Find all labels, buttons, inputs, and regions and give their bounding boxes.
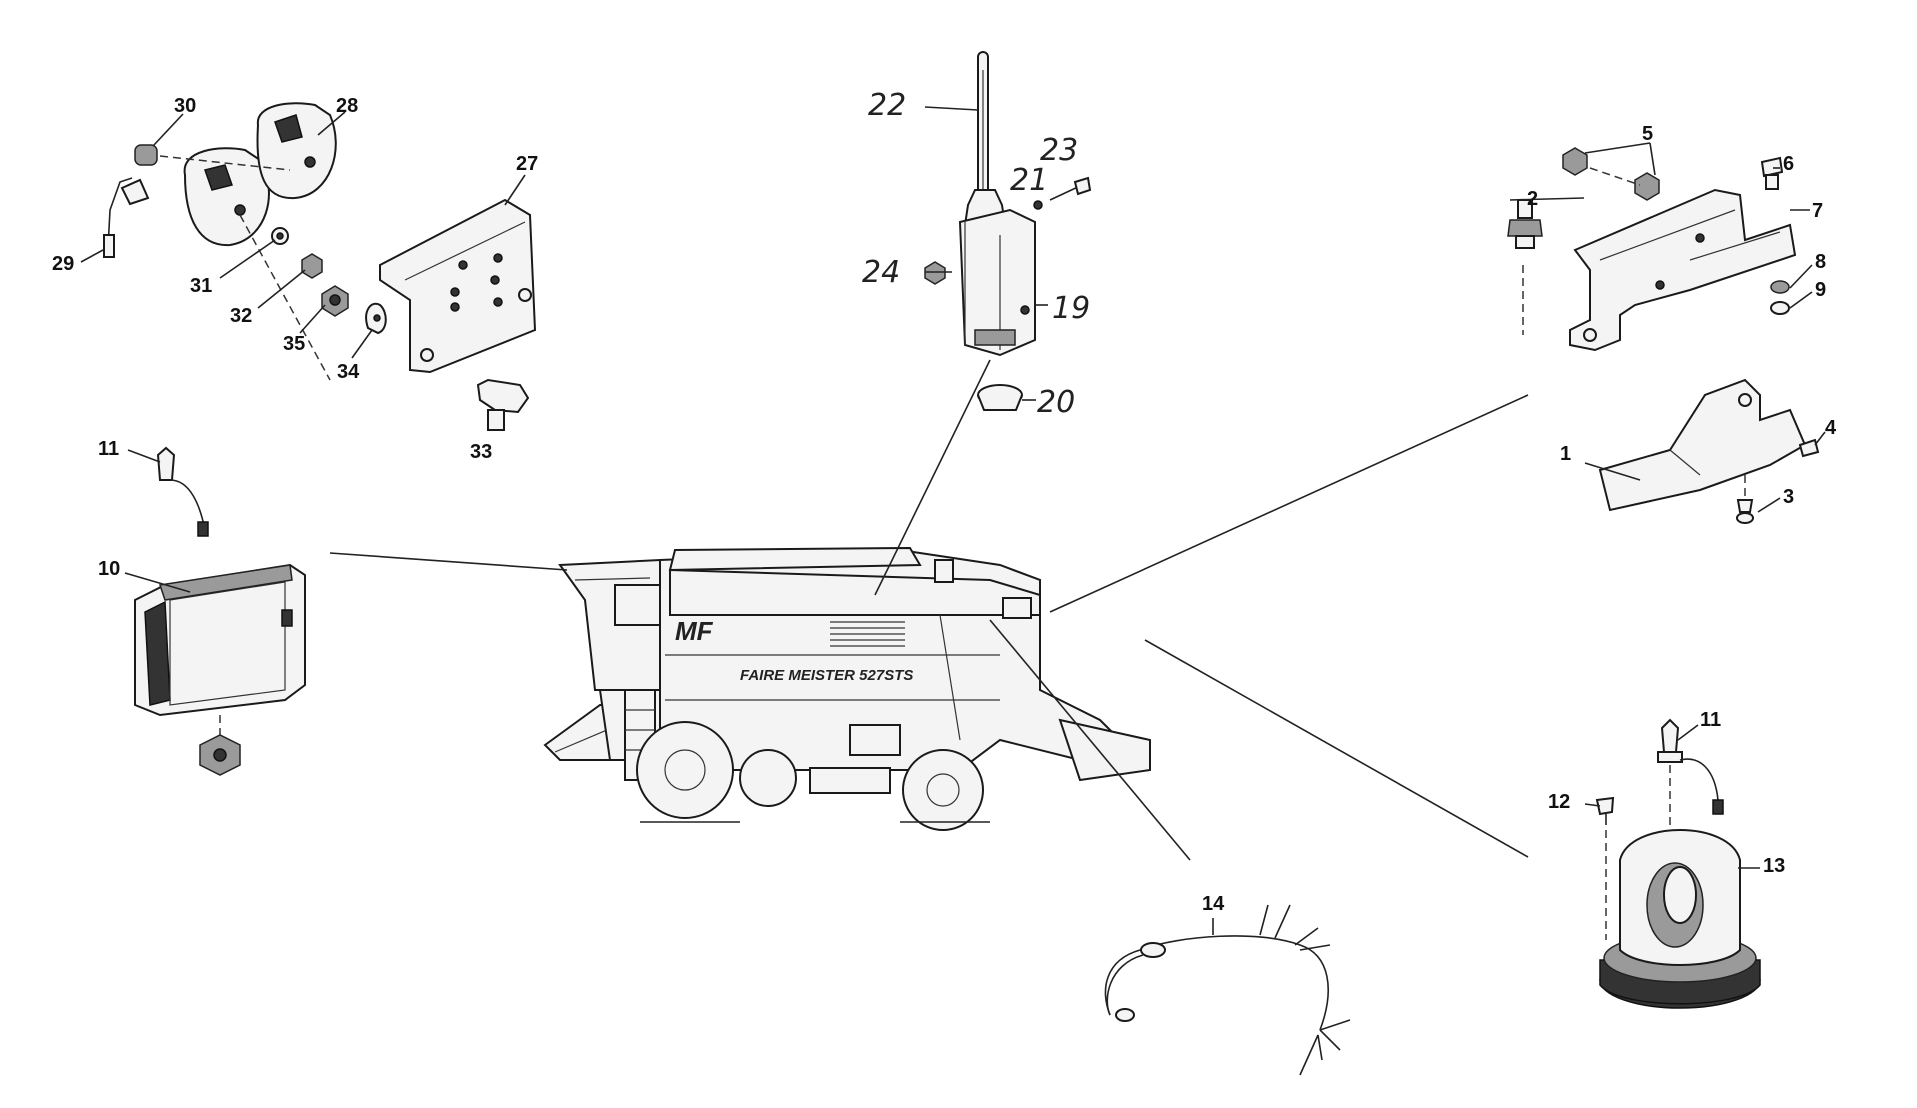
callout-22: 22 [868, 88, 906, 123]
callout-3: 3 [1783, 486, 1794, 508]
nut-5 [1562, 147, 1660, 201]
leader-lines [329, 359, 1529, 861]
callout-32: 32 [230, 305, 252, 327]
screw-23 [1049, 176, 1092, 201]
grille-louvers [830, 621, 905, 647]
antenna-mount-19 [958, 189, 1036, 357]
clip-34 [365, 302, 387, 335]
beacon-assembly [1584, 718, 1761, 1009]
callout-2: 2 [1527, 188, 1538, 210]
connector-29 [103, 177, 150, 258]
washer-9 [1770, 301, 1790, 315]
callout-19: 19 [1052, 291, 1090, 326]
bulb-11-right [1657, 718, 1724, 815]
beacon-13 [1599, 829, 1761, 1009]
mid-wheel [739, 749, 797, 807]
washer-21 [1033, 200, 1043, 210]
callout-11-right: 11 [1700, 709, 1721, 731]
bulb-30 [134, 144, 158, 166]
callout-21: 21 [1010, 163, 1048, 198]
wire-harness-14 [1104, 904, 1351, 1076]
callout-27: 27 [516, 153, 538, 175]
housing-28 [183, 102, 337, 247]
nut-20 [977, 384, 1023, 411]
mirror-bracket-assembly [80, 102, 537, 431]
machine-brand: MF [675, 616, 714, 646]
screw-6 [1760, 156, 1784, 190]
callout-1: 1 [1560, 443, 1571, 465]
bracket-1 [1598, 378, 1807, 512]
nut-32 [301, 253, 323, 279]
nut-lamp [199, 734, 241, 776]
screw-3 [1736, 499, 1754, 524]
callout-14: 14 [1202, 893, 1225, 915]
callout-13: 13 [1763, 855, 1785, 877]
callout-11-left: 11 [98, 438, 119, 460]
callout-35: 35 [283, 333, 305, 355]
right-bracket-assembly [1507, 142, 1826, 524]
front-wheel [636, 721, 734, 819]
lamp-10 [134, 563, 306, 717]
combine-harvester: MF FAIRE MEISTER 527STS [543, 546, 1151, 831]
screw-4 [1798, 438, 1820, 458]
callout-29: 29 [52, 253, 74, 275]
callout-34: 34 [337, 361, 360, 383]
callout-labels: 1 2 3 4 5 6 7 8 9 10 11 11 12 13 14 19 2… [52, 88, 1837, 915]
callout-23: 23 [1040, 133, 1078, 168]
nut-24 [924, 261, 946, 285]
callout-4: 4 [1825, 417, 1837, 439]
machine-model: FAIRE MEISTER 527STS [740, 667, 913, 684]
antenna-assembly [924, 51, 1092, 411]
callout-33: 33 [470, 441, 492, 463]
callout-7: 7 [1812, 200, 1823, 222]
callout-20: 20 [1037, 385, 1075, 420]
rear-wheel [902, 749, 984, 831]
bulb-11-left [156, 446, 209, 537]
callout-6: 6 [1783, 153, 1794, 175]
callout-12: 12 [1548, 791, 1570, 813]
nut-35 [321, 285, 349, 317]
callout-31: 31 [190, 275, 212, 297]
callout-10: 10 [98, 558, 120, 580]
callout-5: 5 [1642, 123, 1653, 145]
antenna-rod-22 [977, 51, 989, 198]
callout-8: 8 [1815, 251, 1826, 273]
callout-28: 28 [336, 95, 358, 117]
screw-12 [1595, 796, 1615, 825]
bolt-33 [476, 378, 530, 431]
washer-8 [1770, 280, 1790, 294]
callout-9: 9 [1815, 279, 1826, 301]
bracket-27 [379, 198, 537, 374]
washer-31 [271, 227, 289, 245]
bracket-7 [1569, 188, 1797, 352]
work-lamp-assembly [124, 446, 306, 776]
callout-24: 24 [862, 255, 900, 290]
callout-30: 30 [174, 95, 196, 117]
